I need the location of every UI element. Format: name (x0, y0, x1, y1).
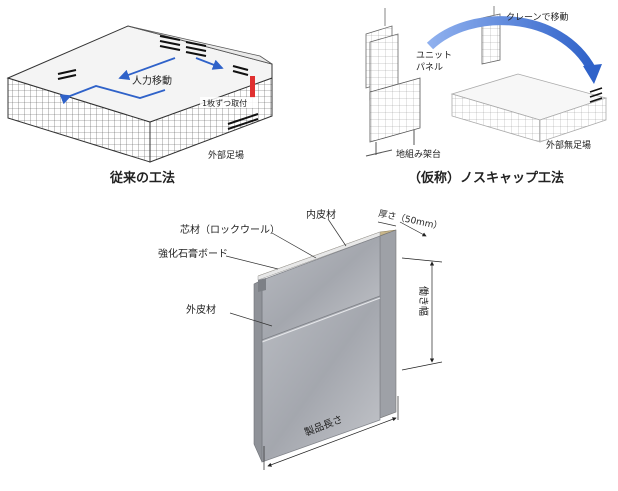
noscap-method-illustration (365, 6, 608, 157)
label-crane-move: クレーンで移動 (506, 11, 569, 23)
label-thickness: 厚さ（50mm） (377, 208, 443, 232)
label-no-scaffold: 外部無足場 (546, 139, 591, 151)
label-outer-skin: 外皮材 (186, 303, 216, 316)
conventional-building-illustration (6, 25, 273, 163)
caption-conventional: 従来の工法 (109, 170, 175, 186)
label-manual-move: 人力移動 (132, 74, 172, 87)
label-ground-frame: 地組み架台 (396, 148, 441, 160)
label-core: 芯材（ロックウール） (180, 223, 280, 236)
label-inner-skin: 内皮材 (306, 208, 336, 221)
label-unit-panel-2: パネル (416, 62, 443, 73)
caption-noscap: （仮称）ノスキャップ工法 (408, 170, 564, 186)
label-width: 働き幅 (417, 286, 430, 316)
install-highlight (250, 76, 255, 98)
label-install-one: 1枚ずつ取付 (202, 98, 247, 108)
label-unit-panel-1: ユニット (416, 51, 452, 61)
label-scaffold: 外部足場 (208, 149, 244, 161)
label-gypsum: 強化石膏ボード (158, 247, 228, 260)
